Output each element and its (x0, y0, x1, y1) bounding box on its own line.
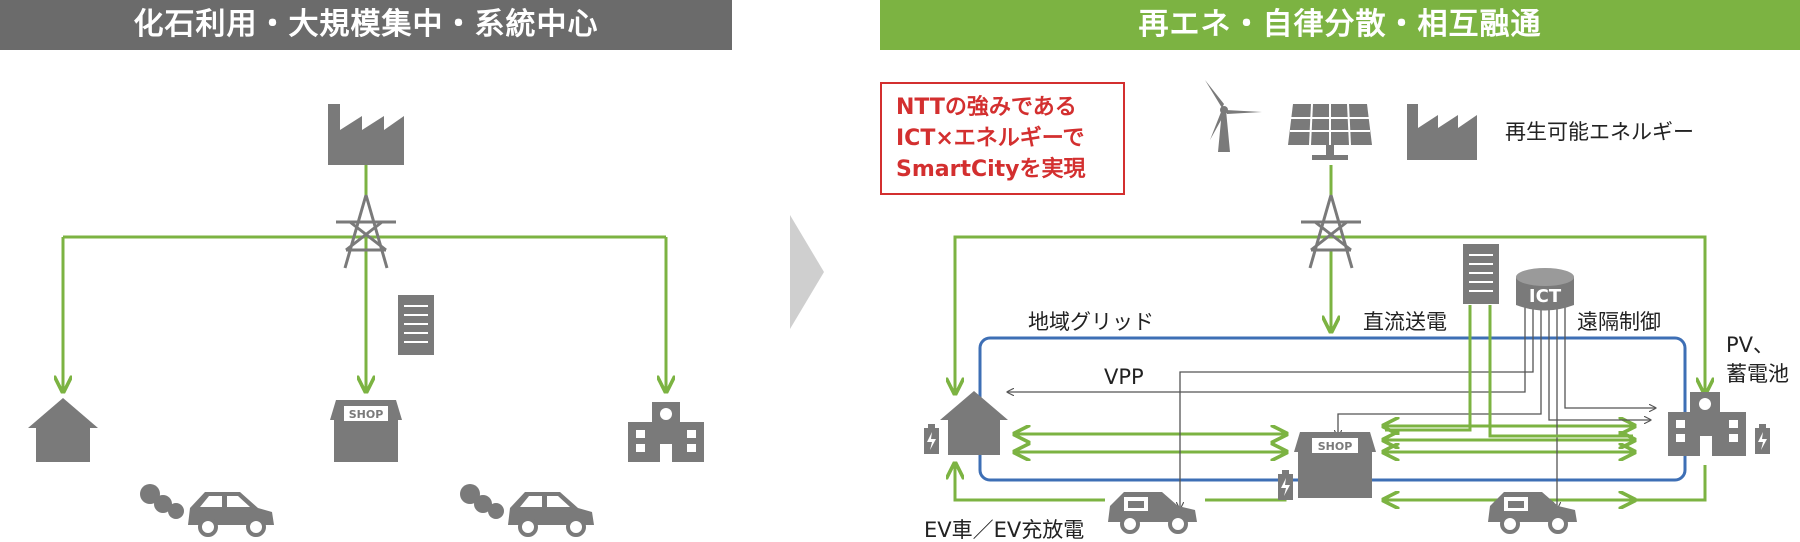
header-right: 再エネ・自律分散・相互融通 (880, 0, 1800, 50)
factory-icon (328, 104, 404, 165)
exhaust-smoke-icon (140, 484, 184, 519)
callout-line-2: ICT×エネルギーで (896, 126, 1085, 151)
battery-icon (1755, 424, 1770, 454)
dc-transmission-label: 直流送電 (1363, 310, 1447, 334)
solar-panel-icon (1288, 103, 1372, 160)
office-building-icon (1668, 392, 1746, 456)
shop-label: SHOP (1318, 440, 1353, 453)
transmission-tower-icon (1301, 194, 1361, 269)
remote-control-label: 遠隔制御 (1577, 310, 1661, 334)
ev-car-icon (1108, 492, 1197, 534)
server-connectors (1385, 305, 1633, 438)
callout-line-3: SmartCityを実現 (896, 157, 1086, 182)
ev-car-icon (1488, 492, 1577, 534)
battery-icon (1278, 470, 1293, 500)
control-lines (1008, 300, 1655, 508)
shop-label: SHOP (349, 408, 384, 421)
vpp-label: VPP (1104, 365, 1144, 389)
battery-icon (924, 424, 939, 454)
transmission-tower-icon (336, 194, 396, 269)
pv-storage-label-2: 蓄電池 (1726, 362, 1789, 386)
renewable-energy-label: 再生可能エネルギー (1505, 120, 1694, 144)
pv-storage-label-1: PV、 (1726, 333, 1774, 357)
server-icon (398, 295, 434, 355)
house-icon (940, 391, 1008, 455)
wind-turbine-icon (1205, 80, 1262, 152)
server-icon (1463, 244, 1499, 304)
shop-icon: SHOP (1294, 432, 1376, 498)
local-grid-label: 地域グリッド (1028, 310, 1154, 334)
header-left: 化石利用・大規模集中・系統中心 (0, 0, 732, 50)
office-building-icon (628, 402, 704, 462)
chevron-right-icon (790, 215, 824, 329)
ntt-callout: NTTの強みである ICT×エネルギーで SmartCityを実現 (880, 82, 1125, 195)
ict-label: ICT (1529, 286, 1562, 307)
exhaust-smoke-icon (460, 484, 504, 519)
ict-database-icon: ICT (1516, 268, 1574, 311)
car-icon (188, 492, 274, 537)
callout-line-1: NTTの強みである (896, 95, 1077, 120)
ev-label: EV車／EV充放電 (924, 518, 1084, 542)
house-icon (28, 398, 98, 462)
shop-icon: SHOP (330, 400, 402, 462)
factory-icon (1407, 104, 1477, 160)
car-icon (508, 492, 594, 537)
